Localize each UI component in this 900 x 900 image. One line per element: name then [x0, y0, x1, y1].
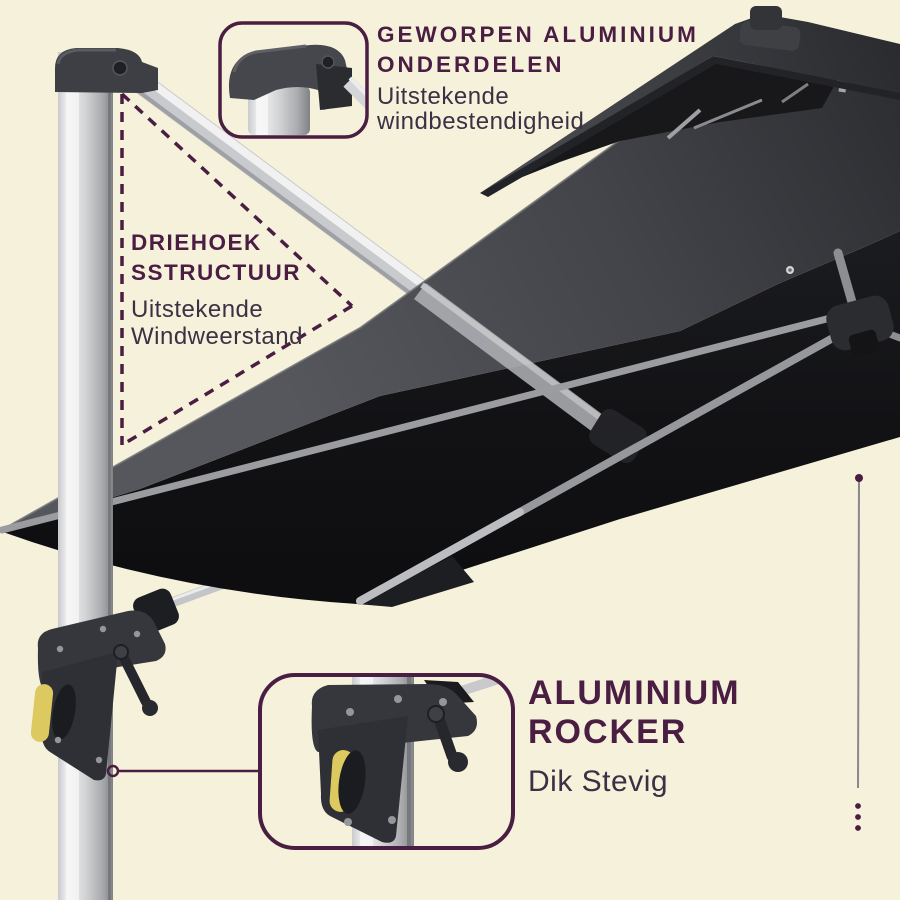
finial-cap [750, 6, 782, 30]
annotation-cast-aluminium: GEWORPEN ALUMINIUM ONDERDELEN Uitstekend… [377, 20, 699, 134]
callout-rocker [258, 673, 515, 850]
top-tier-roof [480, 6, 900, 197]
cantilever-arm [125, 66, 431, 304]
annotation-subtitle: Dik Stevig [528, 765, 669, 798]
ellipsis-dots [855, 803, 861, 831]
crank-lever [117, 649, 151, 707]
annotation-subtitle: Windweerstand [131, 323, 303, 350]
dashed-triangle-annotation [120, 92, 354, 447]
annotation-title: SSTRUCTUUR [131, 259, 301, 285]
annotation-aluminium-rocker: ALUMINIUM ROCKER Dik Stevig [528, 674, 741, 799]
canopy-corner-fold [357, 556, 474, 607]
pole-cap-joint [55, 48, 158, 93]
canopy-ribs [0, 248, 900, 605]
canopy-screw-center [788, 268, 792, 272]
cantilever-arm-behind-canopy [414, 282, 647, 463]
annotation-title: ALUMINIUM [528, 674, 741, 712]
handle-yellow-strip [30, 684, 54, 742]
canopy-top-surface [0, 62, 900, 531]
annotation-subtitle: windbestendigheid [377, 107, 585, 135]
annotation-title: GEWORPEN ALUMINIUM [377, 22, 699, 47]
annotation-subtitle: Uitstekende [131, 296, 264, 323]
crank-lever-zoom [432, 710, 458, 762]
annotation-title: ROCKER [528, 713, 688, 751]
rocker-leader-line [106, 764, 262, 778]
annotation-title: ONDERDELEN [377, 52, 565, 77]
rocker-handle [30, 610, 166, 781]
right-leader-line [855, 474, 863, 831]
annotation-title: DRIEHOEK [131, 230, 262, 255]
callout-cast-aluminium [218, 21, 369, 139]
canopy-hub [826, 295, 894, 357]
annotation-triangle-structure: DRIEHOEK SSTRUCTUUR Uitstekende Windweer… [131, 228, 303, 350]
annotation-subtitle: Uitstekende [377, 83, 510, 110]
